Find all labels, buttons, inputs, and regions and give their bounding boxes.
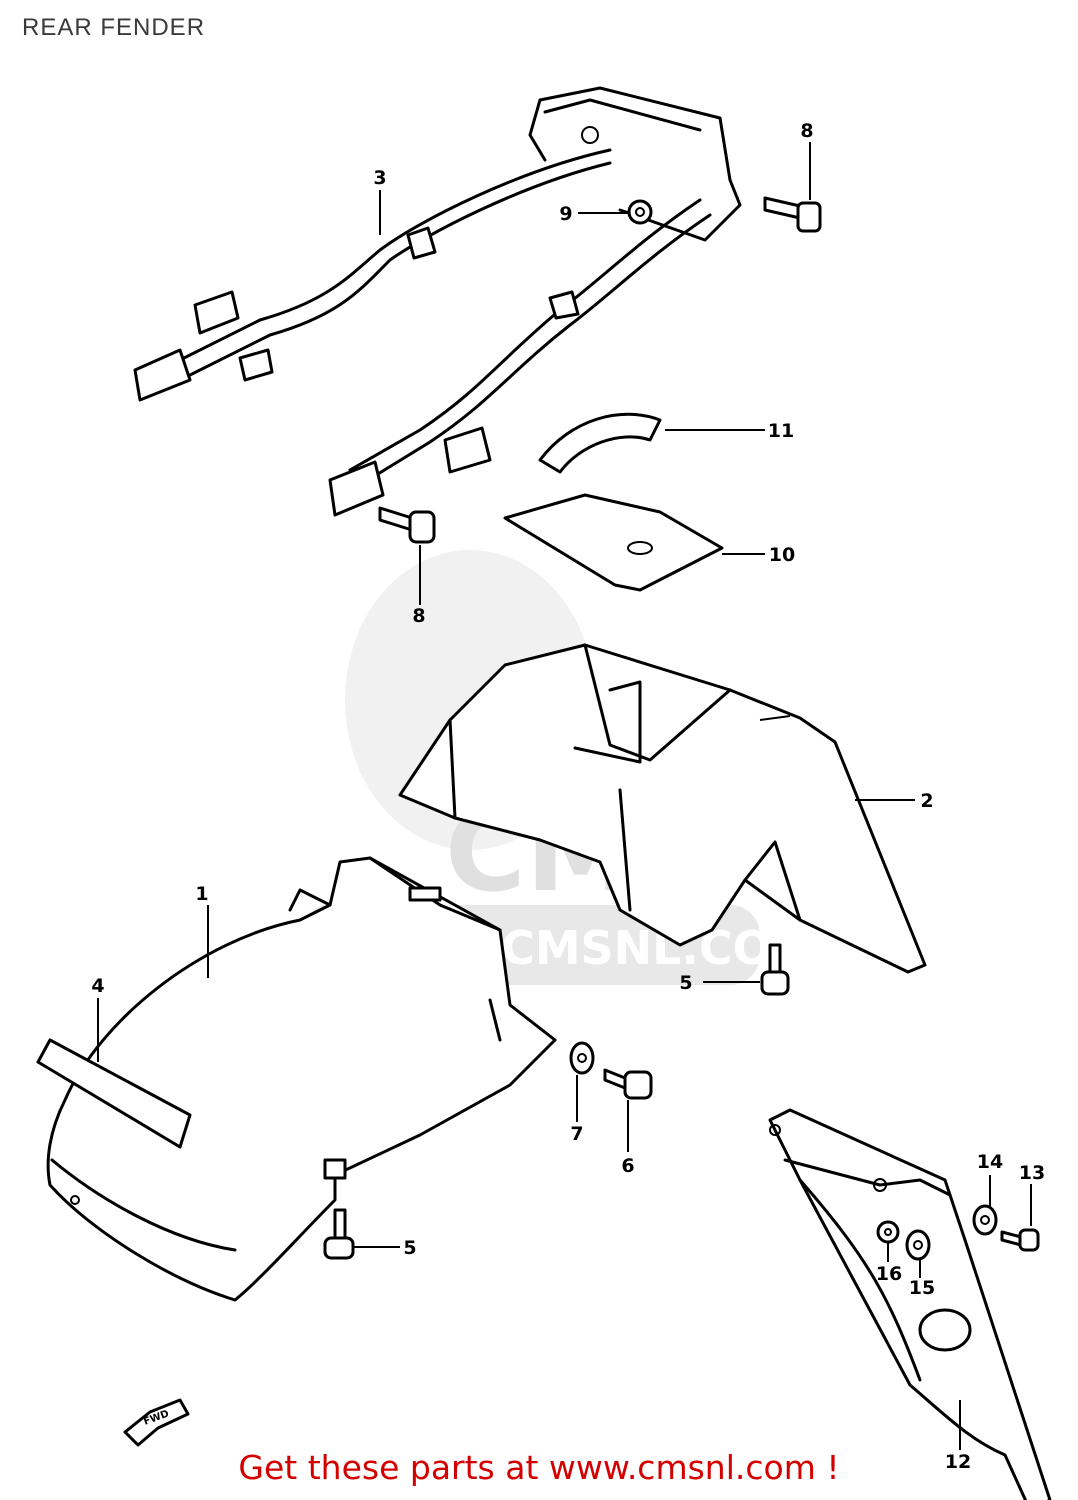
- callout-8-upper: 8: [800, 120, 813, 142]
- callout-2: 2: [920, 790, 933, 812]
- diagram-title: REAR FENDER: [22, 14, 206, 41]
- callout-3: 3: [373, 167, 386, 189]
- callout-11: 11: [768, 420, 794, 442]
- footer-cta-link[interactable]: Get these parts at www.cmsnl.com !: [238, 1448, 840, 1487]
- washer-14: [972, 1204, 998, 1236]
- callout-8-lower: 8: [412, 605, 425, 627]
- part-12-license-bracket: [768, 1108, 1052, 1500]
- callout-7: 7: [570, 1123, 583, 1145]
- callout-10: 10: [769, 544, 795, 566]
- bolt-6: [603, 1068, 653, 1100]
- washer-7: [569, 1041, 595, 1075]
- bolt-5-lower: [323, 1208, 355, 1260]
- bolt-13: [1000, 1228, 1040, 1252]
- callout-5-lower: 5: [403, 1237, 416, 1259]
- callout-15: 15: [909, 1277, 935, 1299]
- bolt-8-upper: [763, 196, 822, 233]
- callout-4: 4: [91, 975, 104, 997]
- part-10-cover: [503, 493, 724, 592]
- callout-5-upper: 5: [679, 972, 692, 994]
- part-3-seat-rail: [133, 86, 742, 517]
- callout-9: 9: [559, 203, 572, 225]
- bolt-5-upper: [760, 943, 790, 996]
- part-1-rear-fender: [46, 856, 557, 1302]
- leader-lines: [97, 142, 1032, 1450]
- nut-9: [627, 199, 653, 225]
- part-4-reflector: [36, 1038, 192, 1149]
- callout-12: 12: [945, 1451, 971, 1473]
- callout-16: 16: [876, 1263, 902, 1285]
- washer-15: [905, 1229, 931, 1261]
- callout-14: 14: [977, 1151, 1003, 1173]
- callout-1: 1: [195, 883, 208, 905]
- callout-6: 6: [621, 1155, 634, 1177]
- callout-13: 13: [1019, 1162, 1045, 1184]
- nut-16: [876, 1220, 900, 1244]
- callout-labels: 1 2 3 4 5 5 6 7 8 8 9 10 11 12 13 14 15 …: [91, 120, 1045, 1473]
- bolt-8-lower: [378, 506, 436, 544]
- forward-arrow-icon: FWD: [123, 1398, 190, 1447]
- part-2-inner-fender: [398, 643, 927, 974]
- part-11-strap-bracket: [538, 412, 662, 474]
